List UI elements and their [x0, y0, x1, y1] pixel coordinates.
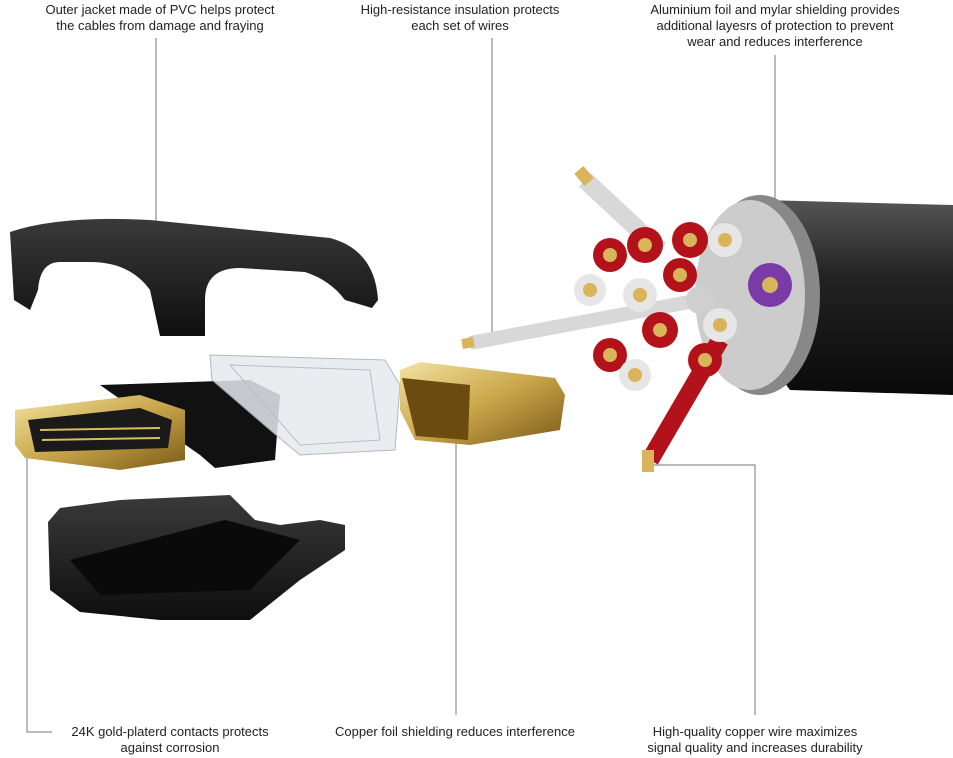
leader-copper-wire	[650, 464, 756, 715]
callout-gold-contacts: 24K gold-platerd contacts protects again…	[50, 724, 290, 756]
white-wire-long	[468, 293, 702, 350]
callout-line: High-resistance insulation protects	[360, 2, 560, 17]
callout-line: Aluminium foil and mylar shielding provi…	[650, 2, 900, 17]
callout-shielding: Aluminium foil and mylar shielding provi…	[615, 2, 935, 50]
hdmi-plug-gold-contacts	[15, 380, 280, 470]
callout-line: each set of wires	[411, 18, 509, 33]
leader-lines	[26, 38, 776, 733]
clear-inner-housing	[209, 354, 401, 456]
callout-copper-foil: Copper foil shielding reduces interferen…	[310, 724, 600, 740]
callout-outer-jacket: Outer jacket made of PVC helps protect t…	[20, 2, 300, 34]
callout-line: signal quality and increases durability	[647, 740, 863, 755]
cable-body	[695, 195, 953, 395]
callout-line: the cables from damage and fraying	[56, 18, 264, 33]
callout-copper-wire: High-quality copper wire maximizes signa…	[620, 724, 890, 756]
callout-insulation: High-resistance insulation protects each…	[340, 2, 580, 34]
bottom-shell	[48, 495, 345, 620]
callout-line: Copper foil shielding reduces interferen…	[335, 724, 575, 739]
top-shell-pvc-jacket	[10, 218, 378, 336]
copper-strands	[461, 166, 778, 472]
callout-line: wear and reduces interference	[687, 34, 863, 49]
callout-line: against corrosion	[120, 740, 220, 755]
internal-wires	[461, 166, 792, 472]
callout-line: additional layesrs of protection to prev…	[656, 18, 894, 33]
callout-line: High-quality copper wire maximizes	[652, 724, 858, 739]
callout-line: 24K gold-platerd contacts protects	[71, 724, 269, 739]
leader-gold-contacts	[26, 440, 52, 733]
callout-line: Outer jacket made of PVC helps protect	[45, 2, 275, 17]
copper-foil-shield	[400, 362, 565, 445]
